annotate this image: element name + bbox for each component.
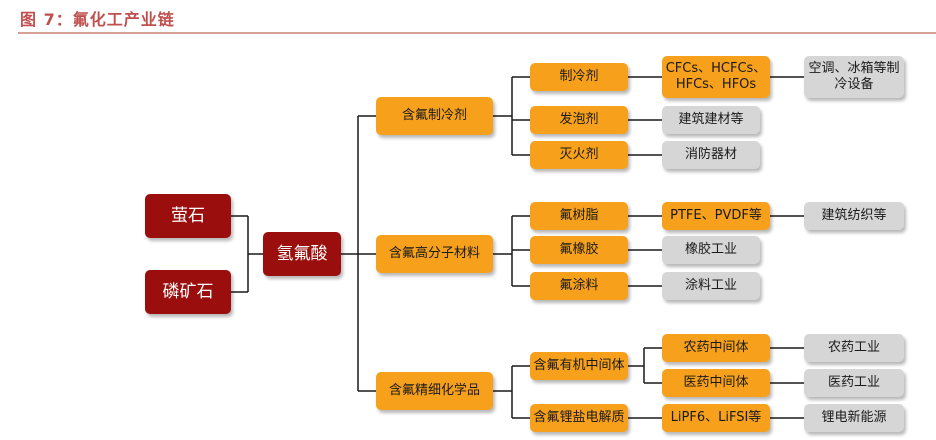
node-ac-fridge-line2: 冷设备 xyxy=(834,77,874,92)
node-fire-extinguisher: 灭火剂 xyxy=(530,141,628,169)
node-ac-fridge-line1: 空调、冰箱等制 xyxy=(808,61,900,77)
node-fluoro-resin: 氟树脂 xyxy=(530,202,628,230)
node-fluoro-rubber: 氟橡胶 xyxy=(530,236,628,264)
node-refrigerant: 制冷剂 xyxy=(530,63,628,91)
node-rubber-industry: 橡胶工业 xyxy=(662,236,760,264)
node-medicine-intermediate: 医药中间体 xyxy=(662,369,770,397)
node-ac-fridge: 空调、冰箱等制 冷设备 xyxy=(804,56,904,98)
node-fire-equipment: 消防器材 xyxy=(662,141,760,169)
connector-raw-to-hf xyxy=(231,215,263,293)
node-lipf6-lifsi: LiPF6、LiFSI等 xyxy=(662,404,770,432)
node-phosphate-rock: 磷矿石 xyxy=(145,270,231,314)
node-organic-intermediate: 含氟有机中间体 xyxy=(530,352,628,380)
node-pesticide-industry: 农药工业 xyxy=(804,334,904,362)
connector-finechem-group xyxy=(493,365,530,419)
title-divider xyxy=(18,32,936,34)
connector-polymer-group xyxy=(493,215,530,287)
node-foaming-agent: 发泡剂 xyxy=(530,106,628,134)
figure-title: 图 7：氟化工产业链 xyxy=(20,10,175,29)
connector-refrigerant-group xyxy=(493,76,530,156)
node-cfcs-line1: CFCs、HCFCs、 xyxy=(665,61,767,77)
node-medicine-industry: 医药工业 xyxy=(804,369,904,397)
connector-hf-to-categories xyxy=(341,115,376,392)
node-fluoro-refrigerant: 含氟制冷剂 xyxy=(376,97,493,135)
connector-organic-to-intermediates xyxy=(628,347,662,384)
node-building-textile: 建筑纺织等 xyxy=(804,202,904,230)
node-building-material: 建筑建材等 xyxy=(662,106,760,134)
node-fluoro-polymer: 含氟高分子材料 xyxy=(376,235,493,273)
node-coating-industry: 涂料工业 xyxy=(662,272,760,300)
node-fluoro-coating: 氟涂料 xyxy=(530,272,628,300)
node-fluoro-fine-chem: 含氟精细化学品 xyxy=(376,372,493,410)
node-hydrofluoric-acid: 氢氟酸 xyxy=(263,232,341,276)
node-li-electrolyte: 含氟锂盐电解质 xyxy=(530,404,628,432)
node-cfcs-line2: HFCs、HFOs xyxy=(675,77,757,92)
node-li-battery-energy: 锂电新能源 xyxy=(804,404,904,432)
node-fluorite: 萤石 xyxy=(145,194,231,238)
node-cfcs: CFCs、HCFCs、 HFCs、HFOs xyxy=(662,56,770,98)
node-ptfe-pvdf: PTFE、PVDF等 xyxy=(662,202,770,230)
node-pesticide-intermediate: 农药中间体 xyxy=(662,334,770,362)
